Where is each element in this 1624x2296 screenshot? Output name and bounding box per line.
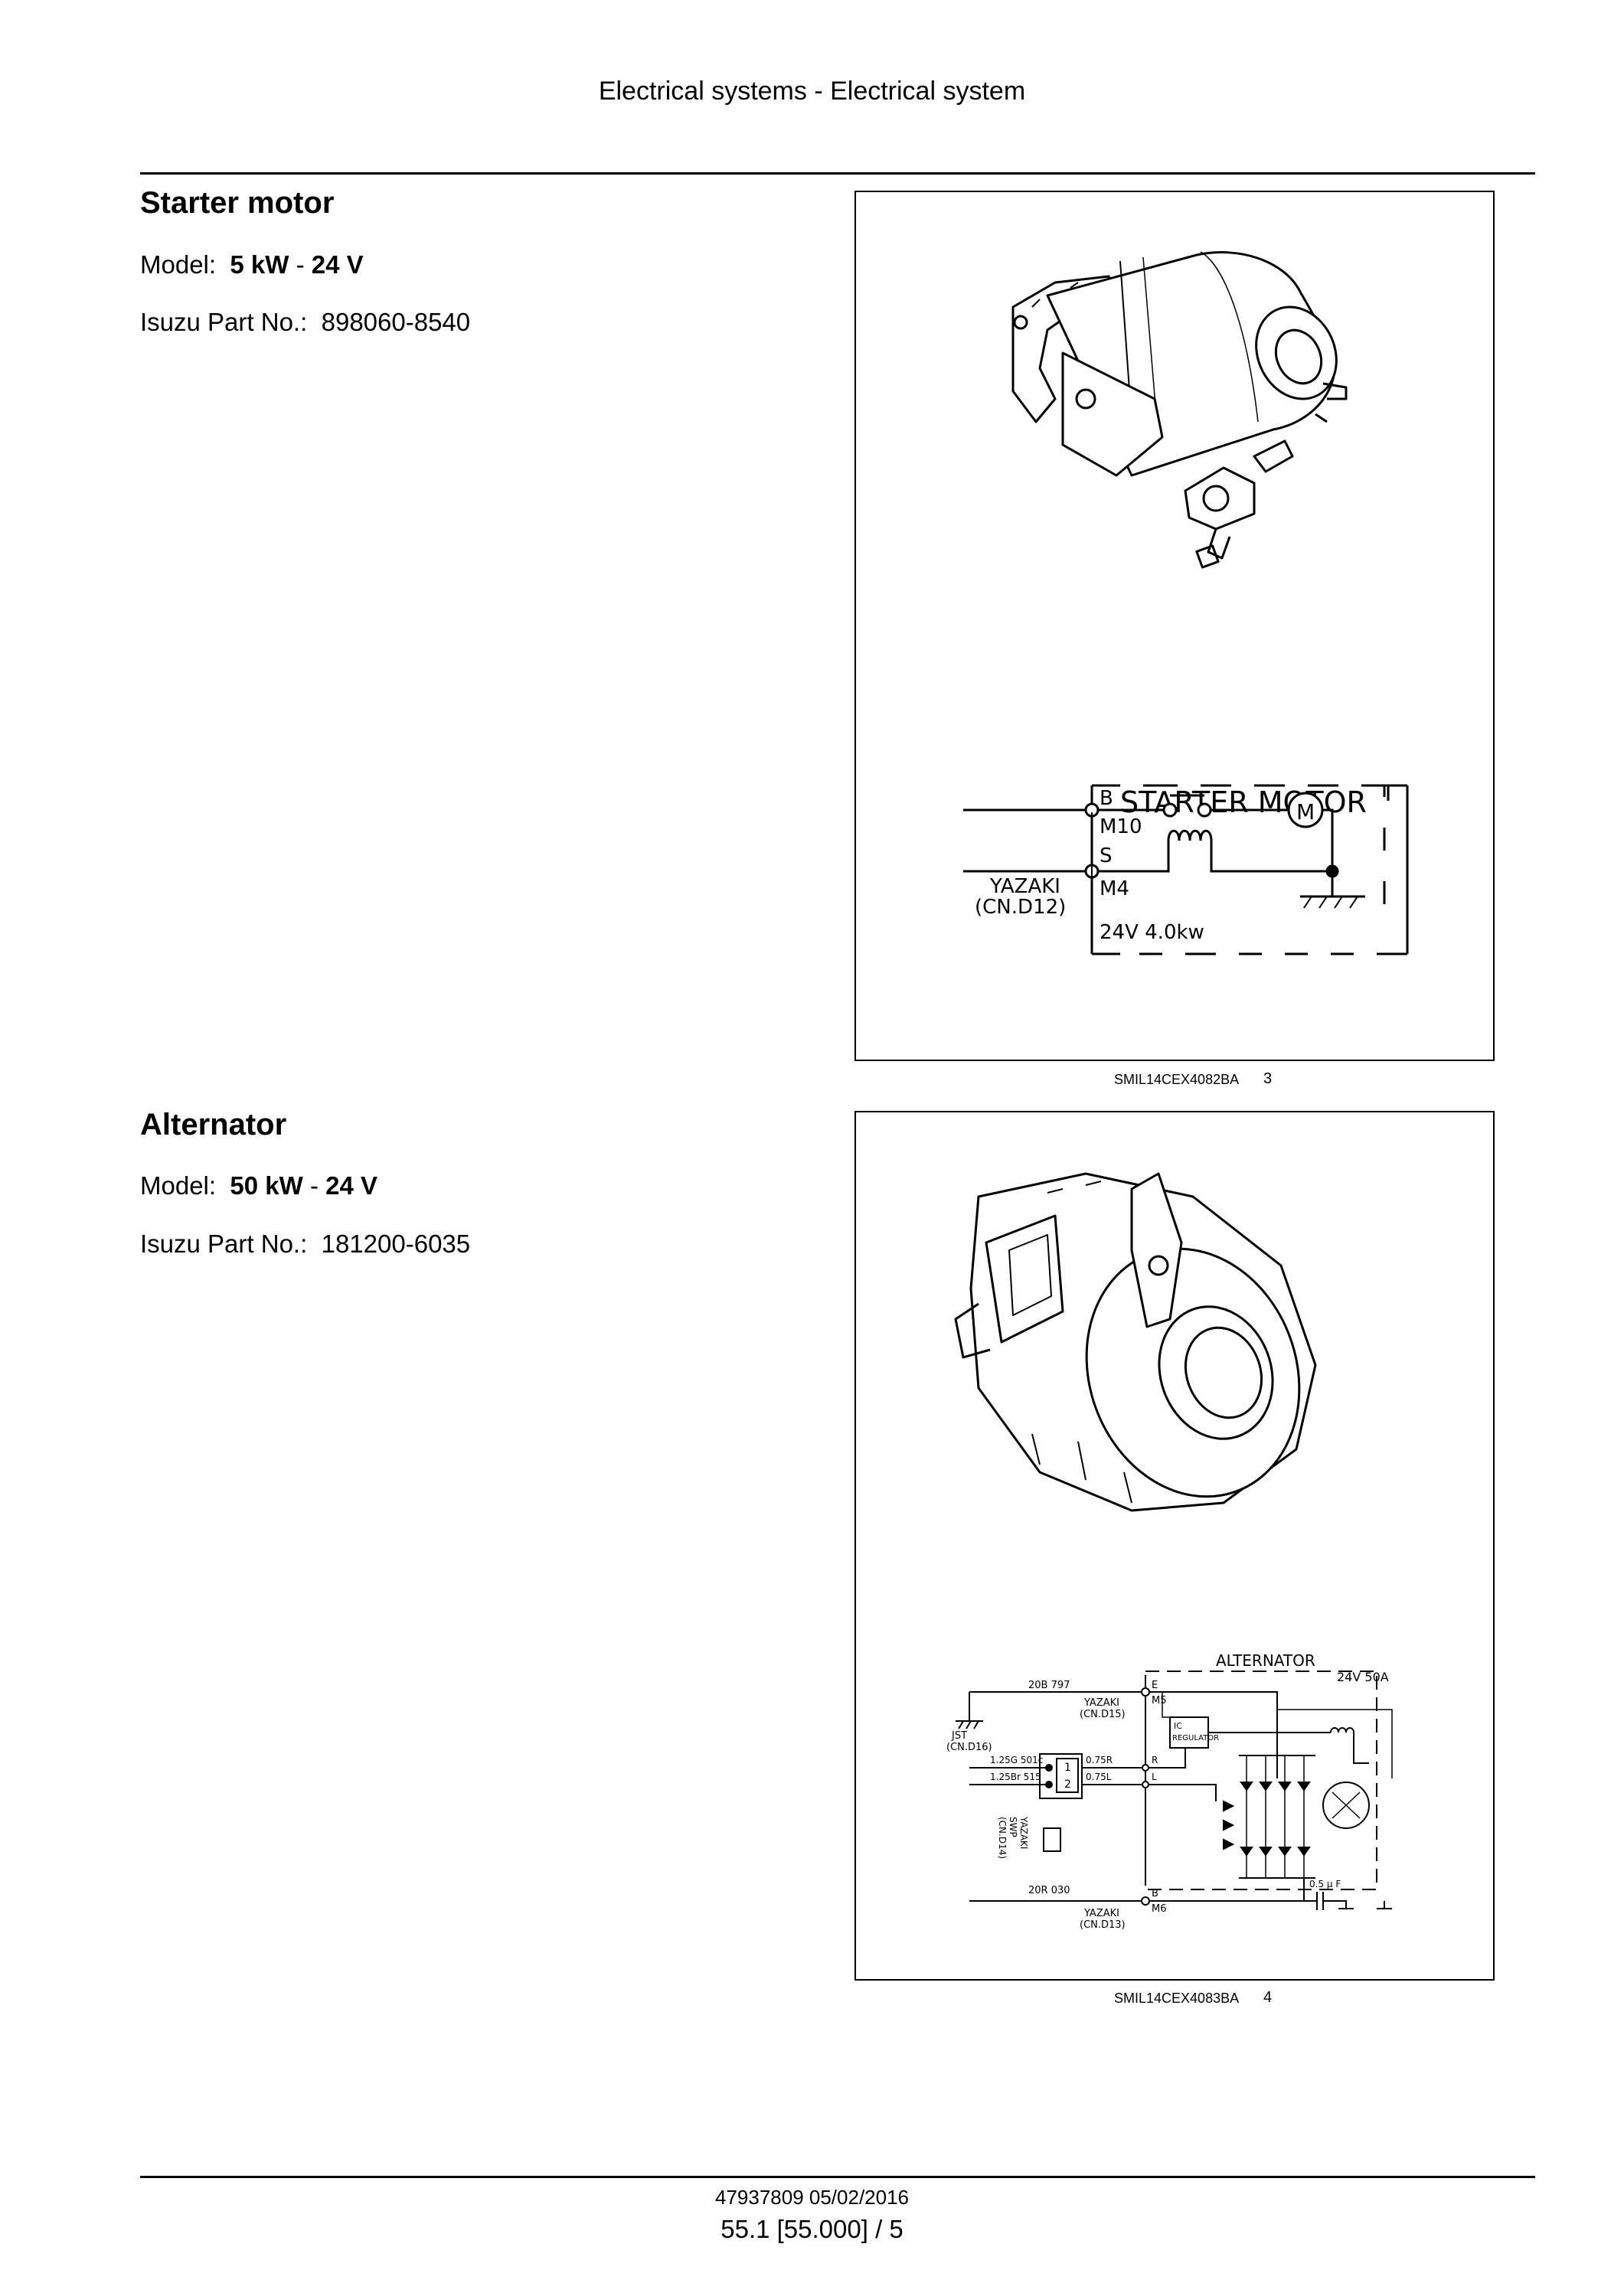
terminal-b-alt: B [1152, 1888, 1158, 1899]
alternator-figure-svg: ALTERNATOR 24V 50A 20B 797 E M5 YAZAKI (… [946, 1172, 1393, 1931]
starter-schematic: STARTER MOTOR M B M10 [963, 784, 1409, 955]
footer-document-id: 47937809 05/02/2016 [714, 2186, 910, 2209]
model-power: 50 kW [230, 1171, 303, 1200]
wire-b: 20R 030 [1028, 1885, 1070, 1896]
footer-rule [140, 2176, 1535, 2178]
model-power: 5 kW [230, 250, 289, 279]
starter-figure: STARTER MOTOR M B M10 [854, 191, 1495, 1061]
jst-id: (CN.D16) [946, 1742, 992, 1753]
terminal-m10: M10 [1100, 815, 1142, 838]
header-rule [140, 172, 1535, 175]
section-title-starter: Starter motor [140, 186, 335, 220]
wire-ground: 20B 797 [1028, 1680, 1070, 1691]
pin-2: 2 [1064, 1778, 1071, 1791]
part-number: 898060-8540 [321, 308, 471, 336]
starter-figure-svg: STARTER MOTOR M B M10 [963, 251, 1409, 955]
pin-1: 1 [1064, 1762, 1071, 1774]
part-label: Isuzu Part No.: [140, 308, 308, 336]
model-voltage: 24 V [325, 1171, 378, 1200]
conn-d14-line1: YAZAKI [1018, 1816, 1029, 1849]
wire-r: 0.75R [1086, 1755, 1113, 1765]
conn-d13-name: YAZAKI [1083, 1908, 1119, 1919]
alternator-part-line: Isuzu Part No.: 181200-6035 [140, 1230, 470, 1259]
terminal-b: B [1100, 787, 1113, 810]
starter-rating: 24V 4.0kw [1100, 921, 1204, 944]
alt-rating: 24V 50A [1337, 1670, 1389, 1684]
connector-id: (CN.D12) [975, 896, 1066, 919]
model-separator: - [309, 1171, 319, 1200]
model-label: Model: [140, 250, 217, 279]
part-number: 181200-6035 [321, 1230, 471, 1258]
figure-caption-code: SMIL14CEX4083BA [1114, 1991, 1240, 2006]
schematic-title: STARTER MOTOR [1120, 785, 1367, 819]
terminal-m4: M4 [1100, 877, 1129, 900]
starter-model-line: Model: 5 kW - 24 V [140, 250, 364, 279]
section-title-alternator: Alternator [140, 1108, 287, 1141]
motor-symbol: M [1296, 799, 1315, 825]
starter-part-line: Isuzu Part No.: 898060-8540 [140, 308, 470, 337]
model-voltage: 24 V [311, 250, 364, 279]
conn-d14-line3: (CN.D14) [997, 1817, 1008, 1859]
figure-caption-code: SMIL14CEX4082BA [1114, 1072, 1240, 1087]
starter-motor-illustration [1011, 251, 1348, 569]
figure-number: 3 [1263, 1070, 1273, 1087]
ic-regulator-line1: IC [1174, 1721, 1182, 1731]
terminal-l: L [1152, 1772, 1157, 1782]
capacitor-value: 0.5 μ F [1309, 1879, 1341, 1889]
jst-name: JST [951, 1730, 967, 1742]
wire-1: 1.25G 501c [990, 1755, 1043, 1765]
wire-2: 1.25Br 515 [990, 1772, 1041, 1782]
conn-d14-line2: SWP [1008, 1817, 1018, 1837]
alt-schematic-title: ALTERNATOR [1216, 1651, 1315, 1670]
terminal-e: E [1152, 1680, 1158, 1691]
running-header: Electrical systems - Electrical system [598, 77, 1026, 106]
conn-d13-id: (CN.D13) [1080, 1919, 1126, 1931]
model-separator: - [296, 250, 305, 279]
footer-page-number: 55.1 [55.000] / 5 [721, 2215, 903, 2243]
terminal-m6: M6 [1152, 1903, 1167, 1915]
model-label: Model: [140, 1171, 217, 1200]
wire-l: 0.75L [1086, 1772, 1112, 1782]
alternator-figure: ALTERNATOR 24V 50A 20B 797 E M5 YAZAKI (… [854, 1111, 1495, 1981]
alternator-schematic: ALTERNATOR 24V 50A 20B 797 E M5 YAZAKI (… [946, 1651, 1393, 1931]
part-label: Isuzu Part No.: [140, 1230, 308, 1258]
ic-regulator-line2: REGULATOR [1172, 1734, 1219, 1742]
connector-name: YAZAKI [989, 875, 1060, 898]
figure-number: 4 [1263, 1989, 1273, 2006]
terminal-m5: M5 [1152, 1695, 1167, 1706]
conn-d15-id: (CN.D15) [1080, 1709, 1126, 1720]
conn-d15-name: YAZAKI [1083, 1697, 1119, 1709]
alternator-illustration [954, 1172, 1317, 1512]
alternator-model-line: Model: 50 kW - 24 V [140, 1171, 377, 1200]
terminal-s: S [1100, 844, 1113, 867]
terminal-r: R [1152, 1755, 1158, 1765]
